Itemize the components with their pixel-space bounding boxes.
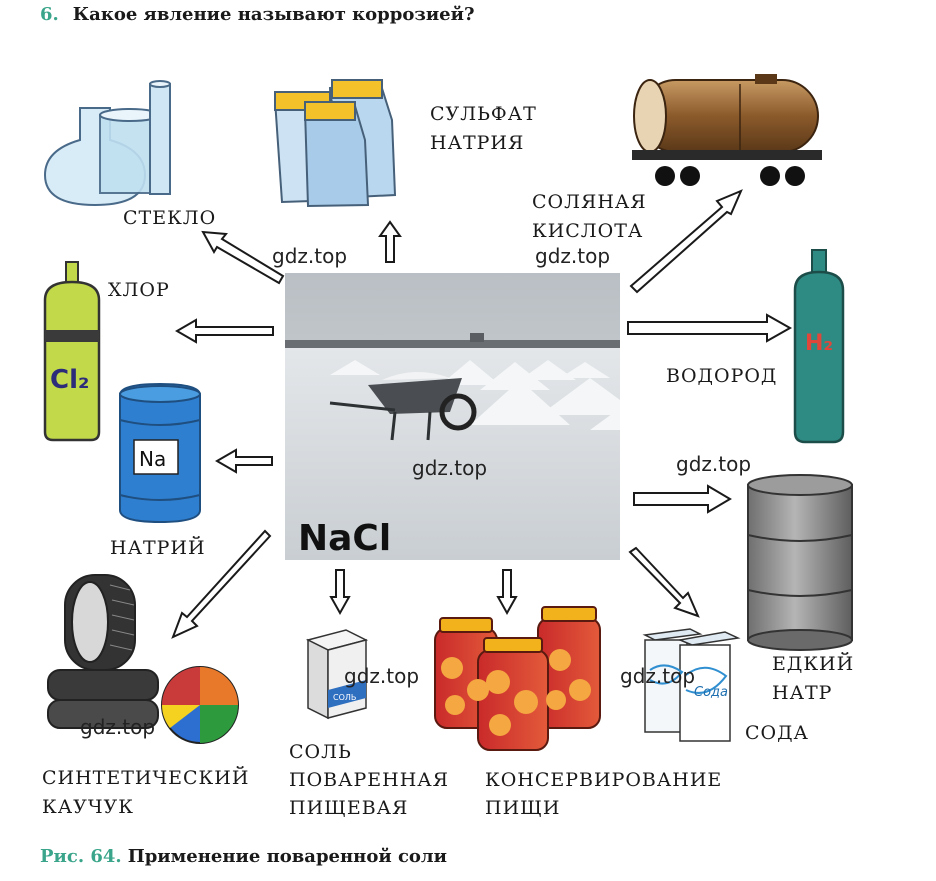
salt-box-icon: СОЛЬ bbox=[305, 629, 369, 720]
label-glass: СТЕКЛО bbox=[123, 207, 217, 229]
arrow-to-chlorine bbox=[175, 318, 274, 344]
wheelbarrow bbox=[329, 371, 477, 441]
label-acid-line1: СОЛЯНАЯ bbox=[532, 191, 647, 213]
label-sodium: НАТРИЙ bbox=[110, 537, 206, 559]
figure-number: Рис. 64. bbox=[40, 846, 122, 867]
chlorine-cylinder-icon: Cl₂ bbox=[43, 261, 101, 442]
arrow-to-hydrogen bbox=[627, 313, 793, 343]
label-hydrogen: ВОДОРОД bbox=[666, 365, 778, 387]
label-caustic-line2: НАТР bbox=[772, 682, 833, 704]
label-soda: СОДА bbox=[745, 722, 809, 744]
arrow-to-acid bbox=[629, 189, 743, 294]
arrows bbox=[171, 189, 793, 639]
label-canning-line2: ПИЩИ bbox=[485, 797, 561, 819]
beach-ball-icon bbox=[161, 666, 239, 744]
label-sulfate-line1: СУЛЬФАТ bbox=[430, 103, 537, 125]
salt-field-photo: NaCl bbox=[285, 273, 620, 560]
watermark: gdz.top bbox=[80, 715, 156, 739]
label-salt-line3: ПИЩЕВАЯ bbox=[289, 797, 409, 819]
watermark: gdz.top bbox=[272, 244, 348, 268]
label-sulfate-line2: НАТРИЯ bbox=[430, 132, 525, 154]
label-chlorine: ХЛОР bbox=[108, 279, 170, 301]
soda-boxes-icon: Сода bbox=[642, 628, 741, 742]
sodium-sulfate-bags-icon bbox=[273, 79, 397, 208]
caustic-soda-drum-icon bbox=[747, 474, 853, 651]
sodium-symbol: Na bbox=[139, 447, 166, 471]
arrow-to-sulfate bbox=[378, 220, 402, 263]
watermark: gdz.top bbox=[412, 456, 488, 480]
hydrogen-formula: H₂ bbox=[805, 331, 833, 356]
label-canning-line1: КОНСЕРВИРОВАНИЕ bbox=[485, 769, 723, 791]
label-rubber-line1: СИНТЕТИЧЕСКИЙ bbox=[42, 767, 250, 789]
watermark: gdz.top bbox=[676, 452, 752, 476]
figure-caption-text: Применение поваренной соли bbox=[127, 846, 447, 867]
watermark: gdz.top bbox=[344, 664, 420, 688]
salt-box-text: СОЛЬ bbox=[333, 693, 356, 702]
question-number: 6. bbox=[40, 4, 59, 25]
chlorine-formula: Cl₂ bbox=[50, 365, 89, 395]
arrow-to-rubber bbox=[171, 529, 272, 639]
nacl-label: NaCl bbox=[298, 518, 391, 559]
soda-box-text: Сода bbox=[694, 685, 728, 700]
canned-jars-icon bbox=[434, 606, 601, 751]
arrow-to-salt bbox=[329, 569, 351, 616]
hydrogen-cylinder-icon: H₂ bbox=[793, 249, 845, 444]
arrow-to-sodium bbox=[215, 448, 273, 474]
question: 6. Какое явление называют коррозией? bbox=[40, 4, 475, 25]
arrow-to-caustic bbox=[633, 484, 732, 514]
arrow-to-soda bbox=[628, 546, 700, 618]
tires-icon bbox=[47, 574, 159, 729]
arrow-to-glass bbox=[201, 230, 285, 285]
watermark: gdz.top bbox=[535, 244, 611, 268]
glassware-icon bbox=[43, 80, 171, 207]
label-caustic-line1: ЕДКИЙ bbox=[772, 653, 855, 675]
watermark: gdz.top bbox=[620, 664, 696, 688]
figure-caption: Рис. 64.Применение поваренной соли bbox=[40, 846, 447, 867]
label-acid-line2: КИСЛОТА bbox=[532, 220, 644, 242]
question-text: Какое явление называют коррозией? bbox=[72, 4, 475, 25]
label-rubber-line2: КАУЧУК bbox=[42, 796, 134, 818]
label-salt-line2: ПОВАРЕННАЯ bbox=[289, 769, 450, 791]
label-salt-line1: СОЛЬ bbox=[289, 741, 352, 763]
sodium-barrel-icon: Na bbox=[119, 382, 201, 524]
tank-car-icon bbox=[632, 74, 822, 186]
arrow-to-canning bbox=[496, 569, 518, 616]
